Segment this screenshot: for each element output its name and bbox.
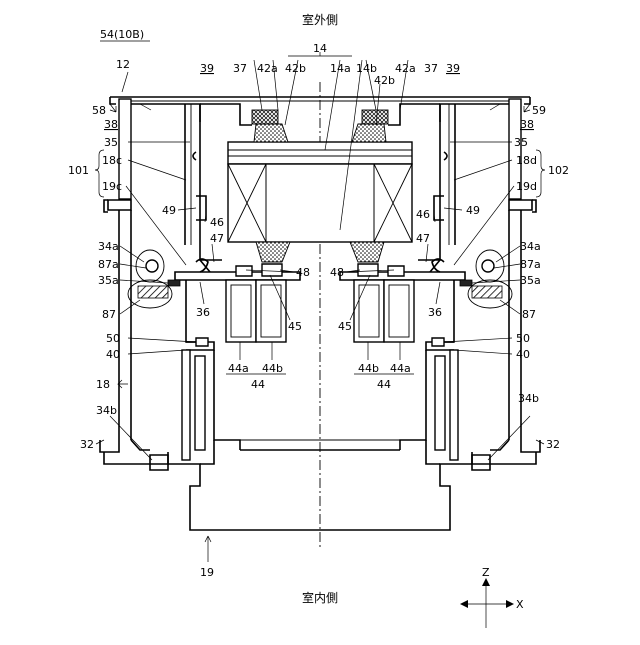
left-lower-sash-44	[226, 280, 286, 342]
reference-numerals: 12 14 14a 14b 39 37 42a 42b 42a 37 39 42…	[68, 42, 569, 579]
label-34b-left: 34b	[96, 404, 117, 417]
right-roller-assembly-87	[460, 250, 512, 308]
label-45-right: 45	[338, 320, 352, 333]
label-101: 101	[68, 164, 89, 177]
label-35-left: 35	[104, 136, 118, 149]
z-axis-label: Z	[482, 566, 490, 579]
label-18d: 18d	[516, 154, 537, 167]
label-48-left: 48	[296, 266, 310, 279]
right-lower-frame	[400, 338, 472, 530]
label-87-left: 87	[102, 308, 116, 321]
x-axis-negative-arrow-icon	[460, 600, 468, 608]
label-59: 59	[532, 104, 546, 117]
label-58: 58	[92, 104, 106, 117]
label-38-right: 38	[520, 118, 534, 131]
label-19d: 19d	[516, 180, 537, 193]
label-42b-left: 42b	[285, 62, 306, 75]
label-18c: 18c	[102, 154, 122, 167]
label-35a-left: 35a	[98, 274, 119, 287]
label-34a-left: 34a	[98, 240, 119, 253]
x-axis-label: X	[516, 598, 524, 611]
label-44b-right: 44b	[358, 362, 379, 375]
label-37-left: 37	[233, 62, 247, 75]
label-46-right: 46	[416, 208, 430, 221]
indoor-side-title: 室内側	[302, 590, 338, 605]
label-32-left: 32	[80, 438, 94, 451]
label-102: 102	[548, 164, 569, 177]
label-32-right: 32	[546, 438, 560, 451]
label-39-left: 39	[200, 62, 214, 75]
label-37-right: 37	[424, 62, 438, 75]
outdoor-side-title: 室外側	[302, 12, 338, 27]
label-19c: 19c	[102, 180, 122, 193]
axis-indicator: Z X	[460, 566, 524, 628]
label-40-left: 40	[106, 348, 120, 361]
label-50-left: 50	[106, 332, 120, 345]
label-34b-right: 34b	[518, 392, 539, 405]
label-44-right: 44	[377, 378, 391, 391]
label-38-left: 38	[104, 118, 118, 131]
glass-panel-unit-14	[228, 142, 412, 242]
label-47-right: 47	[416, 232, 430, 245]
label-40-right: 40	[516, 348, 530, 361]
label-50-right: 50	[516, 332, 530, 345]
label-44b-left: 44b	[262, 362, 283, 375]
label-14: 14	[313, 42, 327, 55]
label-87a-right: 87a	[520, 258, 541, 271]
group-bracket-102	[536, 150, 545, 197]
label-45-left: 45	[288, 320, 302, 333]
label-44a-right: 44a	[390, 362, 411, 375]
label-14a: 14a	[330, 62, 351, 75]
label-35a-right: 35a	[520, 274, 541, 287]
label-36-left: 36	[196, 306, 210, 319]
figure-reference: 54(10B)	[100, 28, 144, 41]
label-49-left: 49	[162, 204, 176, 217]
label-18: 18	[96, 378, 110, 391]
label-12: 12	[116, 58, 130, 71]
label-87a-left: 87a	[98, 258, 119, 271]
label-42a-right: 42a	[395, 62, 416, 75]
label-47-left: 47	[210, 232, 224, 245]
label-48-right: 48	[330, 266, 344, 279]
label-36-right: 36	[428, 306, 442, 319]
label-34a-right: 34a	[520, 240, 541, 253]
label-44-left: 44	[251, 378, 265, 391]
label-42a-left: 42a	[257, 62, 278, 75]
label-49-right: 49	[466, 204, 480, 217]
label-19: 19	[200, 566, 214, 579]
left-roller-assembly-87	[128, 250, 180, 308]
label-39-right: 39	[446, 62, 460, 75]
label-35-right: 35	[514, 136, 528, 149]
label-44a-left: 44a	[228, 362, 249, 375]
x-axis-arrow-icon	[506, 600, 514, 608]
z-axis-arrow-icon	[482, 578, 490, 586]
right-lower-sash-44	[354, 280, 414, 342]
label-87-right: 87	[522, 308, 536, 321]
label-42b-right: 42b	[374, 74, 395, 87]
label-46-left: 46	[210, 216, 224, 229]
